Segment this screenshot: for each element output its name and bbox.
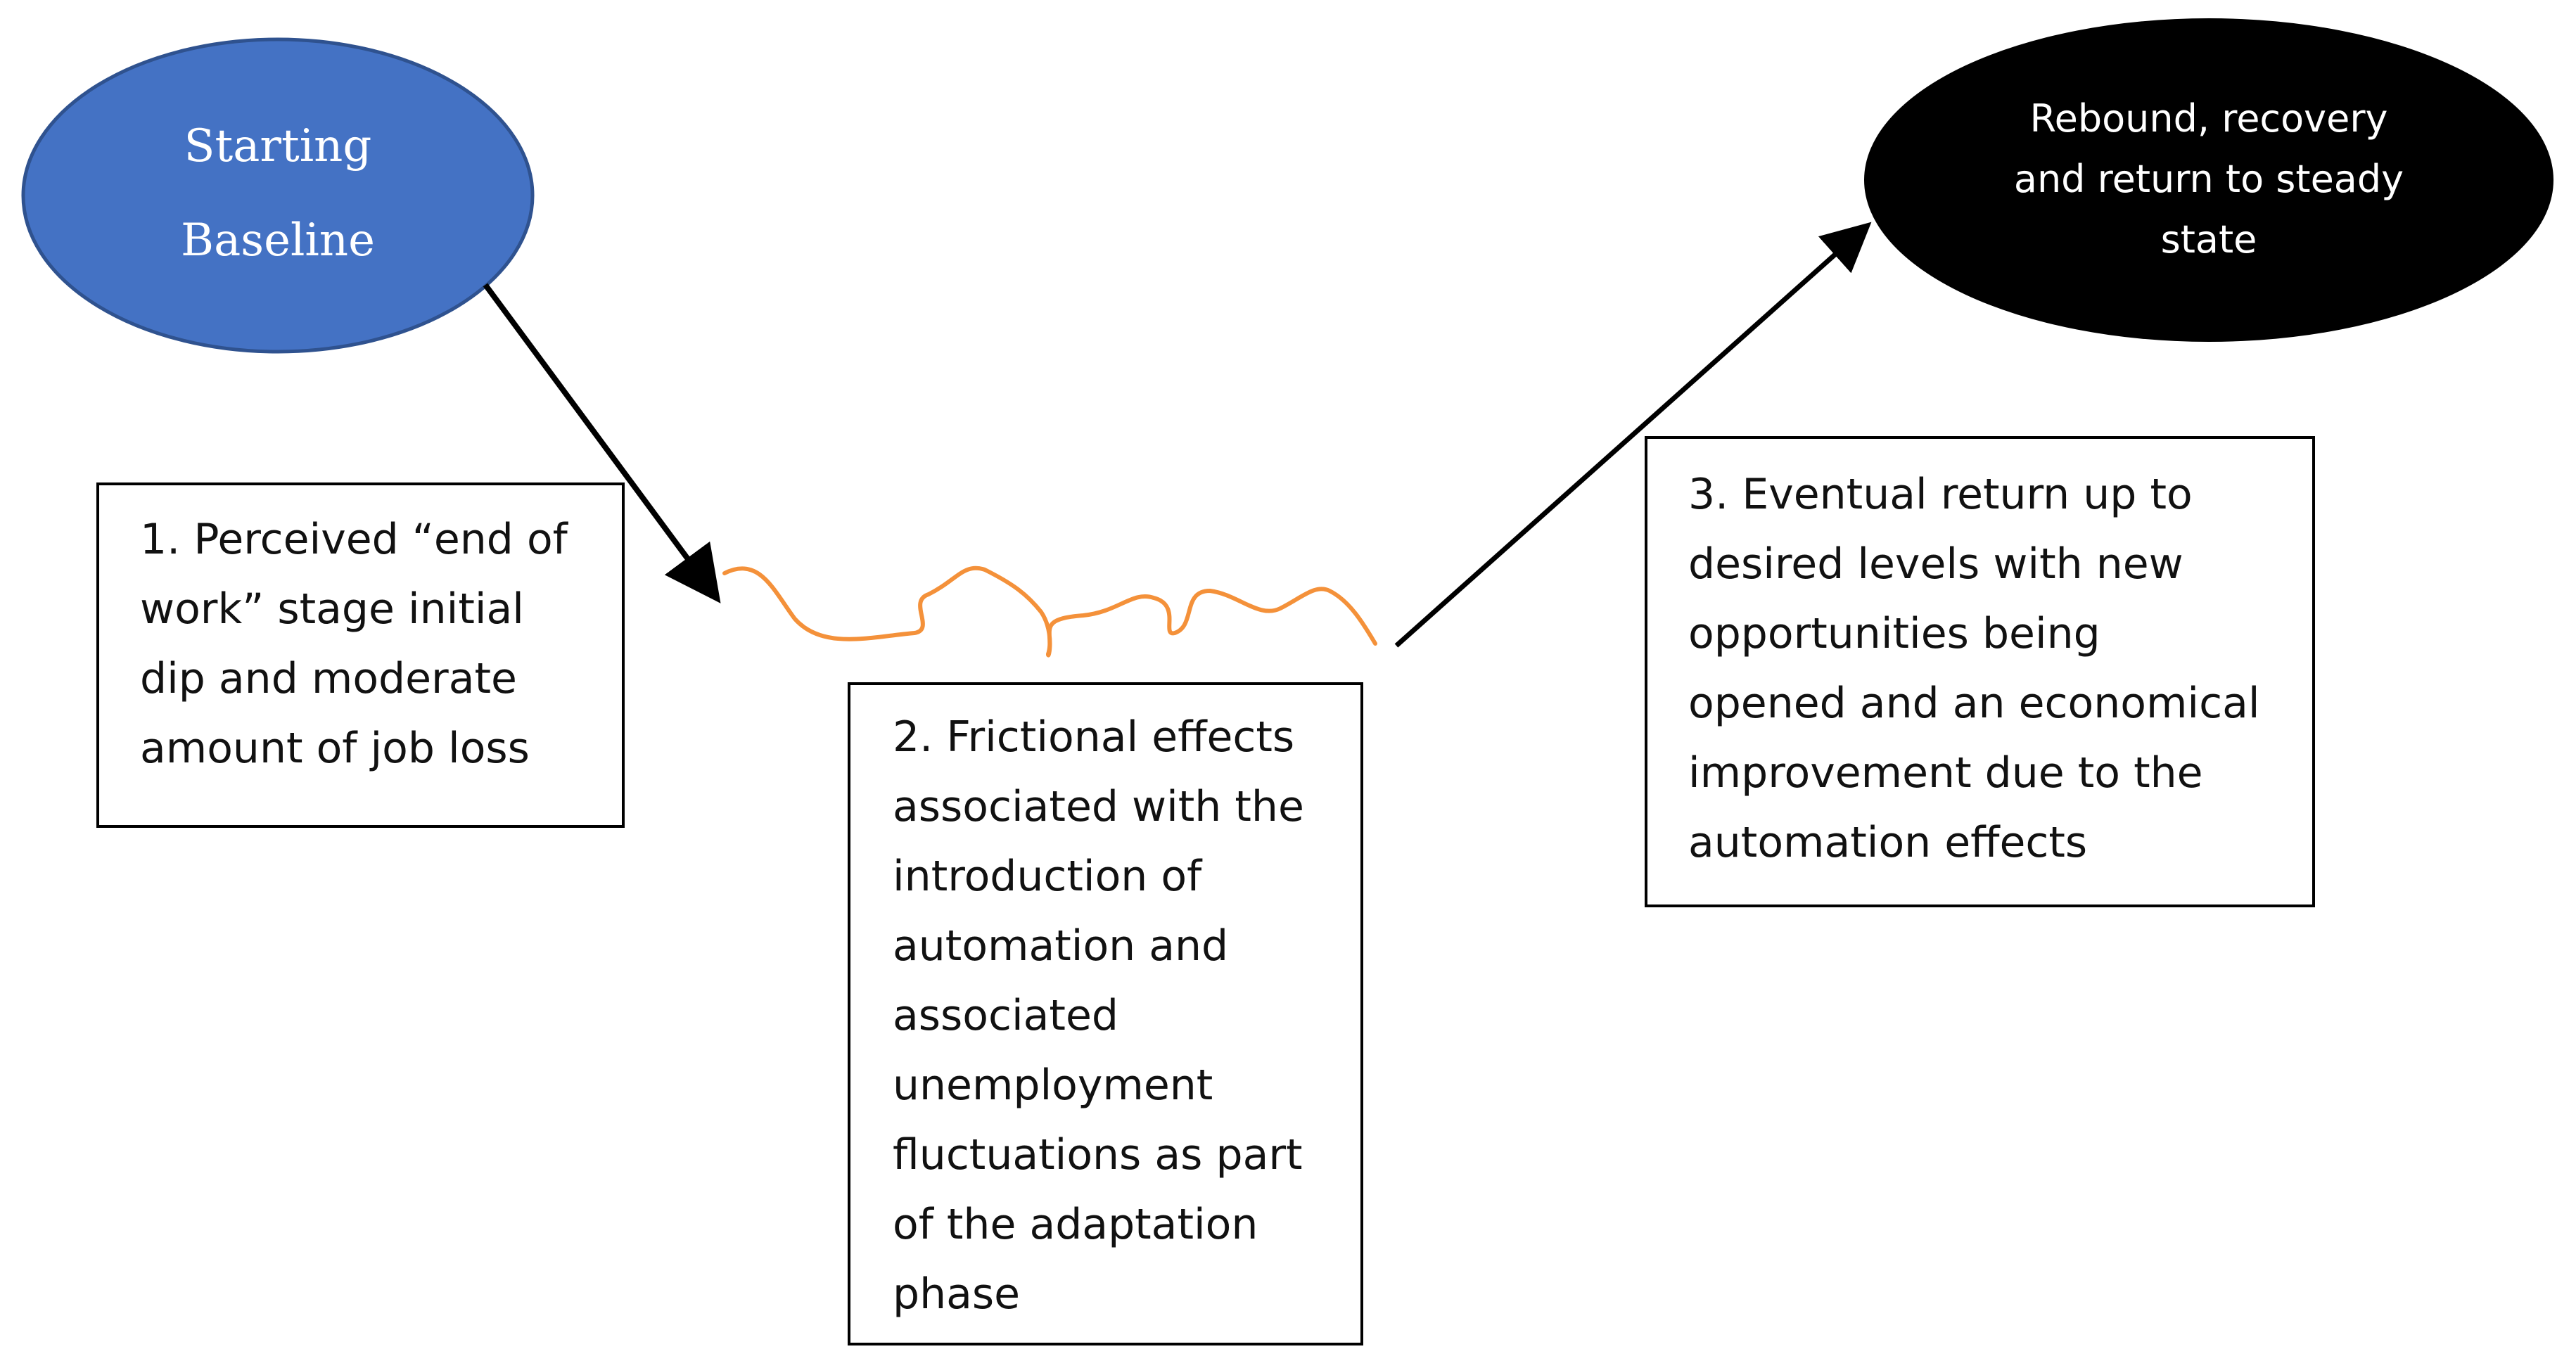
step-1-box: 1. Perceived “end of work” stage initial… [96,482,625,828]
step-2-line-4: automation and [893,921,1229,971]
frictional-fluctuation-squiggle [722,565,1377,658]
starting-baseline-ellipse [21,37,535,354]
step-2-line-6: unemployment [893,1061,1213,1110]
step-3-line-4: opened and an economical [1688,679,2260,728]
step-2-line-2: associated with the [893,782,1304,831]
step-1-line-4: amount of job loss [140,724,530,773]
rebound-label-line-2: and return to steady [2013,157,2404,201]
starting-baseline-line-2: Baseline [181,215,375,267]
step-1-line-1: 1. Perceived “end of [140,515,568,564]
rebound-label-line-3: state [2160,217,2257,262]
step-1-line-3: dip and moderate [140,654,517,703]
step-3-line-1: 3. Eventual return up to [1688,470,2193,519]
step-3-line-3: opportunities being [1688,609,2100,658]
rebound-label-line-1: Rebound, recovery [2029,96,2388,141]
step-2-box: 2. Frictional effects associated with th… [848,682,1363,1345]
downward-arrow [483,283,721,603]
step-2-line-7: fluctuations as part [893,1130,1303,1180]
step-2-line-1: 2. Frictional effects [893,712,1295,762]
rebound-recovery-ellipse [1864,18,2553,342]
step-3-line-5: improvement due to the [1688,748,2203,798]
step-3-box: 3. Eventual return up to desired levels … [1645,436,2315,907]
starting-baseline-line-1: Starting [184,120,372,172]
step-3-line-6: automation effects [1688,818,2088,867]
step-2-line-9: phase [893,1270,1021,1319]
step-3-line-2: desired levels with new [1688,539,2183,589]
starting-baseline-label: Starting Baseline [21,32,535,355]
rebound-recovery-label: Rebound, recovery and return to steady s… [1864,18,2553,341]
upward-arrow [1394,222,1872,648]
step-2-line-5: associated [893,991,1118,1040]
step-2-line-3: introduction of [893,852,1202,901]
step-2-line-8: of the adaptation [893,1200,1258,1249]
step-1-line-2: work” stage initial [140,584,524,634]
